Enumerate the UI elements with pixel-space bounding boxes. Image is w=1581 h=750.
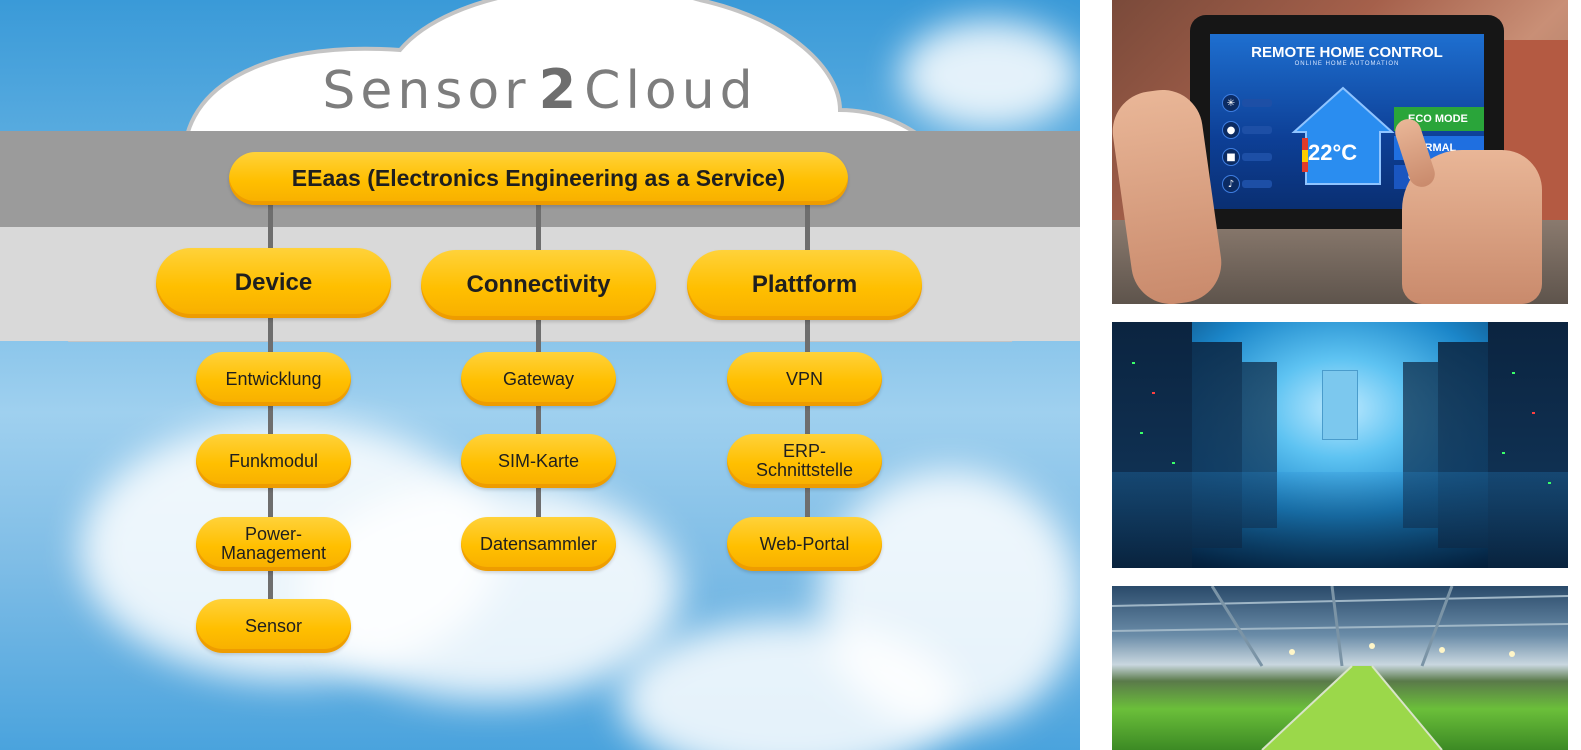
pill-datensammler: Datensammler xyxy=(461,517,616,571)
pill-web-portal: Web-Portal xyxy=(727,517,882,571)
side-label-bar xyxy=(1242,153,1272,161)
pill-sim-karte: SIM-Karte xyxy=(461,434,616,488)
title-two: 2 xyxy=(538,58,577,121)
pill-plattform: Plattform xyxy=(687,250,922,320)
greenhouse-structure xyxy=(1112,586,1568,750)
connector-plattform-chain xyxy=(805,318,810,523)
server-room-floor-reflection xyxy=(1112,472,1568,568)
title-cloud: Cloud xyxy=(584,61,758,121)
pill-erp-schnittstelle: ERP- Schnittstelle xyxy=(727,434,882,488)
sky-cloud xyxy=(300,480,680,700)
tablet-screen-title: REMOTE HOME CONTROL xyxy=(1251,44,1443,61)
connector-root-connectivity xyxy=(536,205,541,250)
temperature-readout: 22°C xyxy=(1308,140,1358,165)
sky-cloud xyxy=(900,20,1080,130)
photo-remote-home-control: REMOTE HOME CONTROL ONLINE HOME AUTOMATI… xyxy=(1112,0,1568,304)
pill-sensor: Sensor xyxy=(196,599,351,653)
status-led xyxy=(1132,362,1135,364)
pill-root-eeaas: EEaas (Electronics Engineering as a Serv… xyxy=(229,152,848,205)
side-label-bar xyxy=(1242,99,1272,107)
sky-cloud xyxy=(620,620,960,750)
music-icon: ♪ xyxy=(1222,175,1240,193)
side-label-bar xyxy=(1242,126,1272,134)
photo-greenhouse xyxy=(1112,586,1568,750)
pill-vpn: VPN xyxy=(727,352,882,406)
pill-connectivity: Connectivity xyxy=(421,250,656,320)
status-led xyxy=(1548,482,1551,484)
pill-entwicklung: Entwicklung xyxy=(196,352,351,406)
server-room-door xyxy=(1322,370,1358,440)
pill-gateway: Gateway xyxy=(461,352,616,406)
connector-root-device xyxy=(268,205,273,250)
side-label-bar xyxy=(1242,180,1272,188)
tablet-screen-subtitle: ONLINE HOME AUTOMATION xyxy=(1294,61,1400,67)
pill-funkmodul: Funkmodul xyxy=(196,434,351,488)
bulb-icon: ● xyxy=(1222,121,1240,139)
status-led xyxy=(1152,392,1155,394)
photo-server-room xyxy=(1112,322,1568,568)
status-led xyxy=(1532,412,1535,414)
status-led xyxy=(1512,372,1515,374)
pill-device: Device xyxy=(156,248,391,318)
connector-connectivity-chain xyxy=(536,318,541,523)
pill-power-management: Power- Management xyxy=(196,517,351,571)
house-icon xyxy=(1291,86,1395,185)
status-led xyxy=(1502,452,1505,454)
connector-root-plattform xyxy=(805,205,810,250)
title-sensor: Sensor xyxy=(322,61,531,121)
fan-icon: ✳ xyxy=(1222,94,1240,112)
status-led xyxy=(1172,462,1175,464)
lock-icon: ■ xyxy=(1222,148,1240,166)
status-led xyxy=(1140,432,1143,434)
